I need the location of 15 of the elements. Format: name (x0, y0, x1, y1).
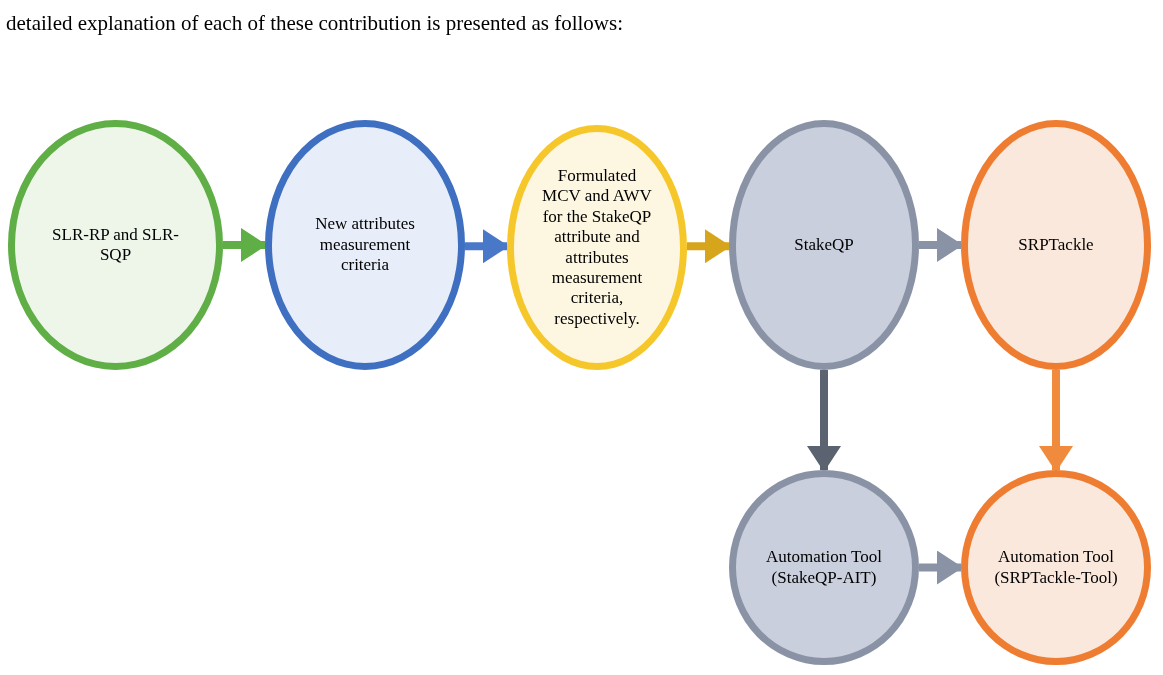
node-text: Automation Tool (StakeQP-AIT) (764, 547, 884, 588)
intro-sentence: detailed explanation of each of these contribution is presented as follows: (6, 10, 623, 37)
node-text: SLR-RP and SLR-SQP (51, 224, 180, 266)
arrow (919, 550, 963, 585)
node-text: New attributes measurement criteria (314, 214, 416, 276)
arrow (1039, 370, 1073, 472)
node-text: Automation Tool (SRPTackle-Tool) (993, 547, 1119, 588)
arrow (807, 370, 841, 472)
node-text: Formulated MCV and AWV for the StakeQP attribute and attributes measurement criteria, respectively. (541, 165, 653, 330)
arrow (687, 229, 731, 264)
arrow (223, 228, 267, 262)
arrow (919, 228, 963, 262)
node-text: StakeQP (794, 234, 854, 256)
node-text: SRPTackle (1018, 234, 1094, 256)
arrow (465, 229, 509, 264)
